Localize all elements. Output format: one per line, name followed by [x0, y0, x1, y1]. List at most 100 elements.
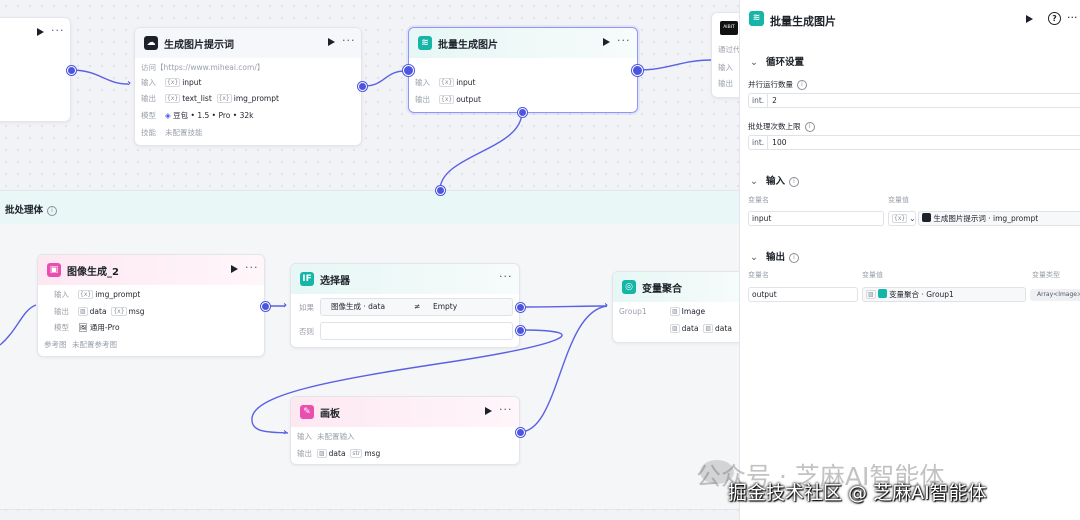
edge [636, 59, 713, 71]
node-description: 访问【https://www.miheai.com/】 [141, 63, 265, 72]
batch-gen-body-port[interactable] [518, 108, 527, 117]
watermark-credit: 掘金技术社区 @ 芝麻AI智能体 [728, 482, 987, 504]
edge [519, 305, 608, 308]
col-value: 变量值 [862, 271, 883, 279]
prompt-gen-output-port[interactable] [358, 82, 367, 91]
batch-container-port[interactable] [436, 186, 445, 195]
if-icon: IF [300, 272, 314, 286]
model-row: 模型🖼 通用-Pro [54, 323, 120, 332]
else-box[interactable] [320, 322, 513, 340]
image-type-icon: ▨ [317, 449, 327, 458]
batch-icon: ≋ [749, 11, 764, 26]
selector-else-port[interactable] [516, 326, 525, 335]
node-title: 生成图片提示词 [164, 40, 234, 51]
info-icon: i [797, 80, 807, 90]
next-node-logo: AIBIT [720, 21, 738, 35]
llm-icon: ☁ [144, 36, 158, 50]
batch-gen-output-port[interactable] [632, 65, 643, 76]
node-title: 图像生成_2 [67, 267, 119, 278]
more-icon[interactable]: ··· [51, 24, 65, 37]
run-icon[interactable] [1026, 15, 1033, 23]
prompt-gen-node[interactable]: ☁ 生成图片提示词 ··· 访问【https://www.miheai.com/… [134, 27, 362, 146]
info-icon: i [788, 177, 799, 187]
info-icon: i [804, 122, 815, 132]
aggregate-input-port[interactable]: › [604, 300, 609, 311]
aggregate-node[interactable]: ◎ 变量聚合 Group1 ▨Image ▨data ▨data [612, 271, 744, 343]
run-icon[interactable] [328, 38, 335, 46]
else-label: 否则 [299, 327, 314, 336]
more-icon[interactable]: ··· [499, 403, 513, 416]
edge [251, 329, 563, 434]
edge [0, 304, 37, 346]
info-icon: i [788, 253, 799, 263]
node-title: 批量生成图片 [438, 40, 498, 51]
canvas-input-port[interactable]: › [283, 427, 288, 438]
image-type-icon: ▨ [670, 307, 680, 316]
parallel-input[interactable]: int.2 [748, 93, 1080, 108]
condition-variable: 图像生成 · data [331, 302, 386, 311]
prompt-gen-header: ☁ 生成图片提示词 ··· [135, 28, 361, 58]
col-name: 变量名 [748, 196, 769, 204]
more-icon[interactable]: ··· [342, 34, 356, 47]
run-icon[interactable] [603, 38, 610, 46]
more-icon[interactable]: ··· [499, 270, 513, 283]
canvas-icon: ✎ [300, 405, 314, 419]
selector-input-port[interactable]: › [283, 300, 288, 311]
edge [439, 111, 523, 191]
node-title: 选择器 [320, 276, 350, 287]
more-icon[interactable]: ··· [617, 34, 631, 47]
image-type-icon: ▨ [670, 324, 680, 333]
info-icon[interactable]: i [47, 206, 58, 216]
selector-node[interactable]: IF 选择器 ··· 如果 图像生成 · data ≠ Empty 否则 [290, 263, 520, 348]
partial-node[interactable]: ··· [0, 17, 71, 122]
chevron-down-icon: ⌄ [750, 176, 758, 187]
max-input[interactable]: int.100 [748, 135, 1080, 150]
input-row: 输入{x}input [141, 78, 202, 87]
output-name-field[interactable]: output [748, 287, 858, 302]
selector-if-port[interactable] [516, 303, 525, 312]
canvas-header: ✎ 画板 ··· [291, 397, 519, 427]
output-value-field[interactable]: ▨ 变量聚合 · Group1 [862, 287, 1026, 302]
skill-row: 技能未配置技能 [141, 128, 203, 137]
chevron-down-icon: ⌄ [909, 214, 916, 223]
image-type-icon: ▨ [866, 290, 876, 299]
more-icon[interactable]: ··· [1067, 11, 1078, 24]
run-icon[interactable] [231, 265, 238, 273]
node-title: 变量聚合 [642, 284, 682, 295]
canvas-output-port[interactable] [516, 428, 525, 437]
batch-gen-node[interactable]: ≋ 批量生成图片 ··· 输入{x}input 输出{x}output [408, 27, 638, 113]
group-label: Group1 [619, 307, 647, 316]
prompt-gen-input-port[interactable]: › [127, 78, 132, 89]
output-type-badge: Array<Image> [1030, 289, 1080, 301]
help-icon[interactable]: ? [1048, 12, 1061, 25]
condition-value: Empty [433, 302, 458, 311]
input-value-field[interactable]: 生成图片提示词 · img_prompt [918, 211, 1080, 226]
output-row: 输出▨data {x}msg [54, 307, 145, 316]
condition-box[interactable]: 图像生成 · data ≠ Empty [320, 298, 513, 316]
selector-header: IF 选择器 ··· [291, 264, 519, 294]
more-icon[interactable]: ··· [245, 261, 259, 274]
ref-row: 参考图未配置参考图 [44, 340, 117, 349]
image-gen-node[interactable]: ▣ 图像生成_2 ··· 输入{x}img_prompt 输出▨data {x}… [37, 254, 265, 357]
edge [363, 70, 406, 87]
image-gen-header: ▣ 图像生成_2 ··· [38, 255, 264, 285]
next-node-desc: 通过代 [718, 45, 741, 54]
image-gen-output-port[interactable] [261, 302, 270, 311]
batch-gen-input-port[interactable] [403, 65, 414, 76]
loop-section-header[interactable]: ⌄循环设置 [750, 57, 804, 68]
run-icon[interactable] [37, 28, 44, 36]
col-name: 变量名 [748, 271, 769, 279]
model-icon: ◈ [165, 111, 171, 120]
partial-node-output-port[interactable] [67, 66, 76, 75]
input-name-field[interactable]: input [748, 211, 884, 226]
group-item: ▨data ▨data [670, 324, 732, 333]
run-icon[interactable] [485, 407, 492, 415]
input-value-type-select[interactable]: {x}⌄ [888, 211, 916, 226]
